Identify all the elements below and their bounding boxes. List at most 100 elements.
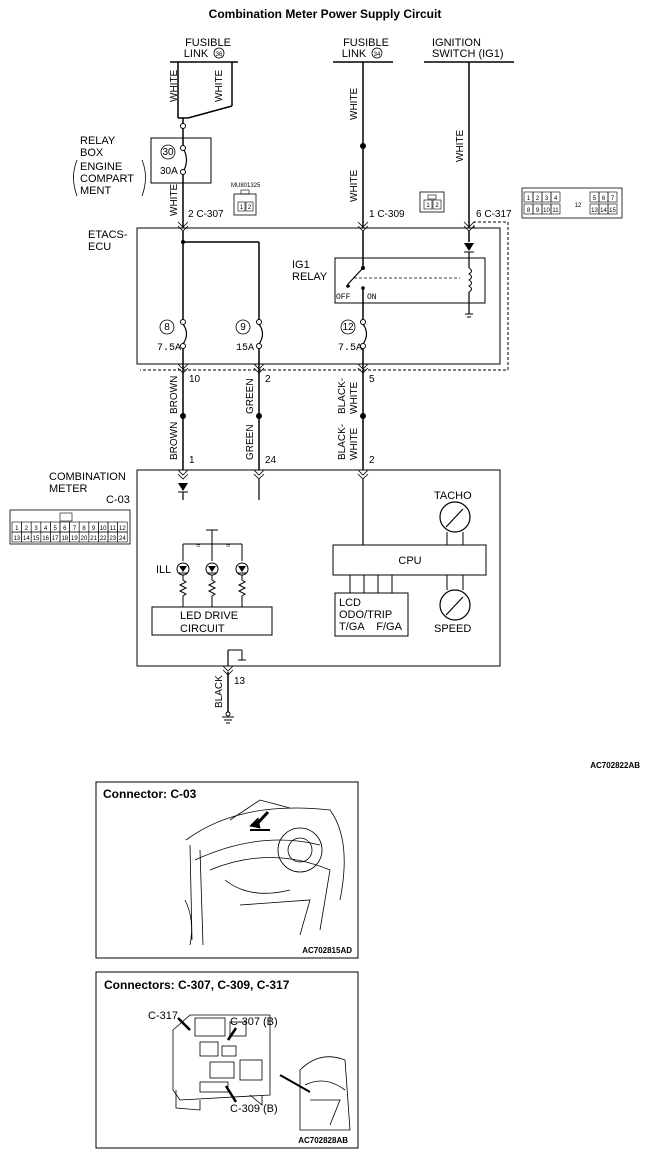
led-drive-label-1: LED DRIVE	[180, 610, 238, 622]
panel2-label-c309: C-309 (B)	[230, 1103, 278, 1115]
c317-pin: 4	[550, 191, 561, 203]
fusible-link-36-label: FUSIBLE LINK 36	[184, 37, 231, 60]
svg-text:1: 1	[240, 205, 244, 211]
svg-text:≈: ≈	[226, 541, 231, 550]
svg-text:BOX: BOX	[80, 147, 104, 159]
dashboard-illustration	[184, 799, 345, 946]
c03-pin: 5	[50, 521, 61, 533]
svg-text:ETACS-: ETACS-	[88, 229, 128, 241]
figure-code-main: AC702822AB	[590, 761, 640, 770]
wire-black-white-upper: BLACK- WHITE	[337, 378, 360, 414]
speed-gauge-icon	[439, 589, 471, 621]
svg-text:GREEN: GREEN	[245, 378, 256, 414]
c317-pin: 2	[532, 191, 543, 203]
diagram-title: Combination Meter Power Supply Circuit	[209, 7, 442, 21]
c317-pin: 11	[550, 203, 561, 215]
fuse-8: 8 7.5A	[157, 319, 188, 354]
svg-text:8: 8	[82, 526, 86, 532]
svg-text:IGNITION: IGNITION	[432, 37, 481, 49]
svg-text:1: 1	[426, 203, 430, 209]
svg-text:21: 21	[90, 536, 97, 542]
svg-text:ECU: ECU	[88, 241, 111, 253]
svg-text:7.5A: 7.5A	[157, 343, 181, 354]
lcd-label-1: LCD	[339, 597, 361, 609]
c317-pin: 10	[541, 203, 552, 215]
svg-text:9: 9	[92, 526, 96, 532]
c03-pin: 19	[69, 531, 80, 543]
svg-text:19: 19	[71, 536, 78, 542]
wire-green-upper: GREEN	[245, 378, 256, 414]
svg-text:≈: ≈	[196, 541, 201, 550]
svg-text:BLACK-: BLACK-	[337, 378, 348, 414]
svg-text:C-03: C-03	[106, 494, 130, 506]
c03-pin: 21	[88, 531, 99, 543]
c03-pin: 14	[21, 531, 32, 543]
tacho-label: TACHO	[434, 490, 472, 502]
wire-brown-upper: BROWN	[169, 376, 180, 414]
c03-pin: 10	[98, 521, 109, 533]
tacho-gauge-icon	[439, 501, 471, 533]
svg-text:12: 12	[575, 203, 582, 209]
connector-c309-icon: 1 2	[419, 191, 445, 213]
etacs-pin-10: 10	[189, 374, 201, 385]
led-drive-label-2: CIRCUIT	[180, 623, 225, 635]
svg-text:ILL: ILL	[156, 564, 171, 576]
svg-text:RELAY: RELAY	[80, 135, 116, 147]
c03-pin: 16	[40, 531, 51, 543]
speed-label: SPEED	[434, 623, 471, 635]
c03-pin: 12	[117, 521, 128, 533]
svg-text:2: 2	[435, 203, 439, 209]
svg-text:36: 36	[216, 52, 223, 58]
fusible-link-34-label: FUSIBLE LINK 34	[342, 37, 389, 60]
relay-box	[150, 137, 212, 184]
led-icon	[205, 544, 219, 607]
c03-pin: 4	[40, 521, 51, 533]
led-icon	[235, 544, 249, 607]
svg-text:16: 16	[42, 536, 49, 542]
combination-meter-box	[136, 469, 501, 667]
etacs-pin-2: 2	[265, 374, 271, 385]
svg-text:WHITE: WHITE	[169, 183, 180, 216]
c317-pin: 8	[523, 203, 534, 215]
svg-text:MENT: MENT	[80, 185, 111, 197]
svg-text:30A: 30A	[160, 166, 178, 177]
led-drive-circuit	[151, 606, 273, 636]
relay-box-label: RELAY BOX ENGINE COMPART MENT	[73, 135, 146, 197]
svg-text:ENGINE: ENGINE	[80, 161, 122, 173]
c03-pin: 1	[11, 521, 22, 533]
svg-text:1: 1	[527, 196, 531, 202]
svg-text:METER: METER	[49, 483, 88, 495]
svg-text:7.5A: 7.5A	[338, 343, 362, 354]
svg-text:18: 18	[61, 536, 68, 542]
c03-pin: 7	[69, 521, 80, 533]
c317-pin: 15	[607, 203, 618, 215]
svg-text:17: 17	[52, 536, 59, 542]
svg-text:IG1: IG1	[292, 259, 310, 271]
pin-c317: 6 C-317	[476, 209, 512, 220]
cpu-box	[332, 544, 487, 576]
c03-pin: 8	[78, 521, 90, 533]
svg-text:FUSIBLE: FUSIBLE	[343, 37, 389, 49]
svg-text:RELAY: RELAY	[292, 271, 328, 283]
svg-text:2: 2	[25, 526, 29, 532]
svg-text:9: 9	[536, 208, 540, 214]
fuse-12: 12 7.5A	[338, 319, 368, 354]
svg-text:WHITE: WHITE	[349, 427, 360, 460]
svg-text:5: 5	[593, 196, 597, 202]
svg-text:BLACK: BLACK	[214, 675, 225, 708]
c03-pin: 24	[117, 531, 128, 543]
svg-text:15: 15	[33, 536, 40, 542]
wire-white-ig: WHITE	[455, 129, 466, 162]
ig1-relay-label: IG1 RELAY	[292, 259, 328, 283]
c03-pin: 2	[21, 521, 32, 533]
svg-text:15: 15	[609, 208, 616, 214]
c317-pin: 9	[532, 203, 543, 215]
connector-c03-panel	[95, 781, 359, 959]
c03-pin: 3	[30, 521, 42, 533]
svg-text:10: 10	[100, 526, 107, 532]
svg-text:MU801325: MU801325	[231, 183, 261, 189]
wire-green-lower: GREEN	[245, 424, 256, 460]
